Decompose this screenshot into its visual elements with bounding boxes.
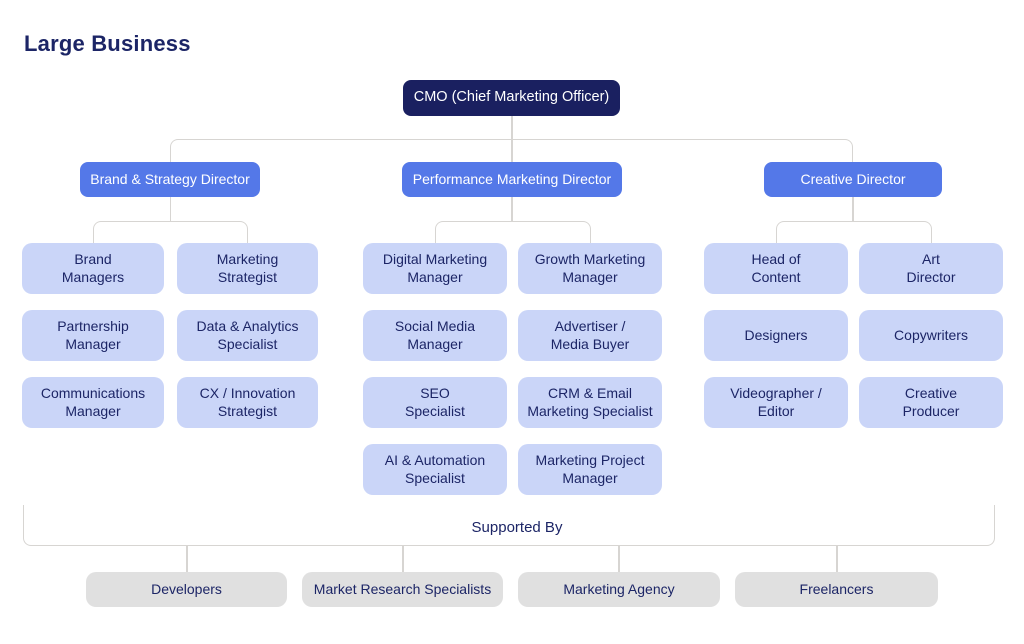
org-node-growth-marketing-manager: Growth Marketing Manager: [518, 243, 662, 294]
role-label-line: Manager: [65, 335, 121, 352]
connector-performance-stem: [511, 197, 513, 222]
role-label-line: Growth Marketing: [534, 251, 646, 268]
role-label-line: Copywriters: [894, 326, 968, 343]
role-label-line: Manager: [407, 335, 463, 352]
role-label-line: Manager: [407, 268, 463, 285]
connector-supported-bracket: [23, 505, 995, 546]
connector-directors-bracket: [169, 139, 853, 162]
org-node-art-director: Art Director: [859, 243, 1003, 294]
role-label-line: Manager: [65, 402, 121, 419]
role-label-line: Head of: [751, 251, 801, 268]
role-label-line: Social Media: [394, 318, 476, 335]
org-node-digital-marketing-manager: Digital Marketing Manager: [363, 243, 507, 294]
page-title: Large Business: [24, 31, 191, 56]
org-node-social-media-manager: Social Media Manager: [363, 310, 507, 361]
org-node-designers: Designers: [704, 310, 848, 361]
role-label-line: Creative: [904, 385, 958, 402]
org-node-communications-manager: Communications Manager: [22, 377, 164, 428]
connector-creative-stem: [852, 197, 854, 222]
connector-drop-market-research: [402, 546, 404, 572]
role-label-line: Content: [751, 268, 801, 285]
role-label-line: Managers: [61, 268, 125, 285]
role-label-line: CX / Innovation: [199, 385, 296, 402]
role-label-line: Digital Marketing: [382, 251, 488, 268]
org-node-developers: Developers: [86, 572, 287, 607]
org-node-ai-automation-specialist: AI & Automation Specialist: [363, 444, 507, 495]
org-node-head-of-content: Head of Content: [704, 243, 848, 294]
role-label-line: AI & Automation: [384, 452, 486, 469]
connector-drop-developers: [186, 546, 188, 572]
org-node-cmo: CMO (Chief Marketing Officer): [403, 80, 620, 116]
org-node-marketing-strategist: Marketing Strategist: [177, 243, 318, 294]
role-label-line: SEO: [420, 385, 450, 402]
org-node-crm-email-marketing-specialist: CRM & Email Marketing Specialist: [518, 377, 662, 428]
role-label-line: Marketing Specialist: [527, 402, 653, 419]
org-node-partnership-manager: Partnership Manager: [22, 310, 164, 361]
org-node-videographer-editor: Videographer / Editor: [704, 377, 848, 428]
role-label-line: Partnership: [57, 318, 129, 335]
org-node-seo-specialist: SEO Specialist: [363, 377, 507, 428]
org-node-brand-strategy-director: Brand & Strategy Director: [80, 162, 260, 197]
connector-drop-marketing-agency: [618, 546, 620, 572]
org-node-brand-managers: Brand Managers: [22, 243, 164, 294]
org-node-marketing-agency: Marketing Agency: [518, 572, 720, 607]
role-label-line: Strategist: [217, 268, 278, 285]
connector-performance-bracket: [434, 221, 591, 244]
connector-brand-stem: [169, 197, 171, 222]
connector-brand-bracket: [92, 221, 248, 244]
role-label-line: Producer: [902, 402, 960, 419]
role-label-line: Editor: [757, 402, 795, 419]
role-label-line: Director: [906, 268, 956, 285]
org-node-freelancers: Freelancers: [735, 572, 938, 607]
connector-drop-freelancers: [836, 546, 838, 572]
supported-by-label: Supported By: [471, 519, 563, 536]
role-label-line: Marketing: [216, 251, 279, 268]
role-label-line: Advertiser /: [554, 318, 626, 335]
role-label-line: Data & Analytics: [196, 318, 299, 335]
org-node-performance-marketing-director: Performance Marketing Director: [402, 162, 622, 197]
role-label-line: Videographer /: [730, 385, 822, 402]
role-label-line: Brand: [74, 251, 112, 268]
role-label-line: Specialist: [405, 469, 465, 486]
org-node-advertiser-media-buyer: Advertiser / Media Buyer: [518, 310, 662, 361]
org-node-cx-innovation-strategist: CX / Innovation Strategist: [177, 377, 318, 428]
role-label-line: CRM & Email: [547, 385, 632, 402]
org-node-creative-director: Creative Director: [764, 162, 942, 197]
org-node-creative-producer: Creative Producer: [859, 377, 1003, 428]
org-node-marketing-project-manager: Marketing Project Manager: [518, 444, 662, 495]
org-node-copywriters: Copywriters: [859, 310, 1003, 361]
role-label-line: Manager: [562, 469, 618, 486]
role-label-line: Art: [922, 251, 940, 268]
role-label-line: Manager: [562, 268, 618, 285]
org-node-data-analytics-specialist: Data & Analytics Specialist: [177, 310, 318, 361]
role-label-line: Strategist: [217, 402, 278, 419]
role-label-line: Media Buyer: [550, 335, 630, 352]
connector-creative-bracket: [775, 221, 932, 244]
role-label-line: Marketing Project: [535, 452, 645, 469]
org-node-market-research-specialists: Market Research Specialists: [302, 572, 503, 607]
role-label-line: Communications: [40, 385, 146, 402]
role-label-line: Designers: [744, 326, 808, 343]
role-label-line: Specialist: [405, 402, 465, 419]
role-label-line: Specialist: [217, 335, 278, 352]
